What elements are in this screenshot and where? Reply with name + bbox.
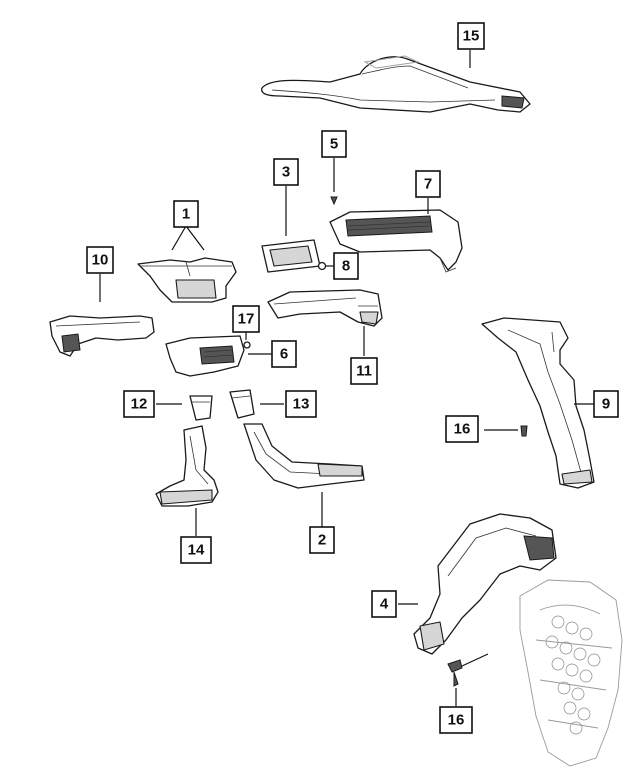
callout-1: 1: [173, 200, 199, 228]
callout-17: 17: [232, 305, 260, 333]
callout-label: 15: [463, 28, 480, 45]
callout-label: 16: [454, 421, 471, 438]
part-16-pushpin-upper: [520, 425, 528, 437]
callout-4: 4: [371, 590, 397, 618]
part-1-center-duct: [137, 257, 237, 303]
part-4-lower-duct: [413, 513, 557, 655]
callout-9: 9: [593, 390, 619, 418]
part-9-side-duct: [481, 317, 595, 489]
part-13-adapter: [229, 389, 255, 419]
callout-label: 5: [330, 136, 338, 153]
callout-5: 5: [321, 130, 347, 158]
honeycomb-texture: [545, 615, 601, 735]
leader-lines: [99, 50, 594, 706]
callout-7: 7: [415, 170, 441, 198]
callout-label: 12: [131, 396, 148, 413]
callout-11: 11: [350, 357, 378, 385]
callout-label: 16: [448, 712, 465, 729]
part-15-rear-duct: [261, 55, 531, 113]
part-2-floor-duct: [243, 423, 365, 489]
callout-label: 9: [602, 396, 610, 413]
callout-label: 8: [342, 258, 350, 275]
callout-10: 10: [86, 246, 114, 274]
callout-label: 14: [188, 542, 205, 559]
part-16-pushpin-lower: [447, 659, 463, 687]
callout-label: 4: [380, 596, 389, 613]
part-5-clip: [330, 196, 338, 206]
part-3-bezel: [261, 239, 321, 273]
callout-label: 3: [282, 164, 290, 181]
callout-label: 13: [293, 396, 310, 413]
part-7-defroster-duct: [329, 209, 463, 273]
callout-16-lower: 16: [439, 706, 473, 734]
callout-16-upper: 16: [445, 415, 479, 443]
callout-15: 15: [457, 22, 485, 50]
callout-6: 6: [271, 340, 297, 368]
callout-2: 2: [309, 526, 335, 554]
callout-label: 2: [318, 532, 326, 549]
callout-label: 7: [424, 176, 432, 193]
part-11-right-outlet-duct: [267, 289, 383, 327]
part-6-console-duct: [165, 335, 245, 377]
part-10-left-outlet-duct: [49, 315, 155, 357]
callout-3: 3: [273, 158, 299, 186]
callout-12: 12: [123, 390, 155, 418]
callout-14: 14: [180, 536, 212, 564]
part-17-clip: [243, 341, 251, 349]
callout-13: 13: [285, 390, 317, 418]
callout-label: 11: [356, 363, 372, 380]
background-assembly-outline: [519, 579, 623, 767]
callout-label: 17: [238, 311, 255, 328]
part-12-adapter: [189, 395, 213, 421]
part-8-screw: [317, 261, 327, 271]
part-14-floor-duct: [155, 425, 219, 507]
callout-8: 8: [333, 252, 359, 280]
callout-label: 10: [92, 252, 109, 269]
callout-label: 6: [280, 346, 288, 363]
callout-label: 1: [182, 206, 190, 223]
